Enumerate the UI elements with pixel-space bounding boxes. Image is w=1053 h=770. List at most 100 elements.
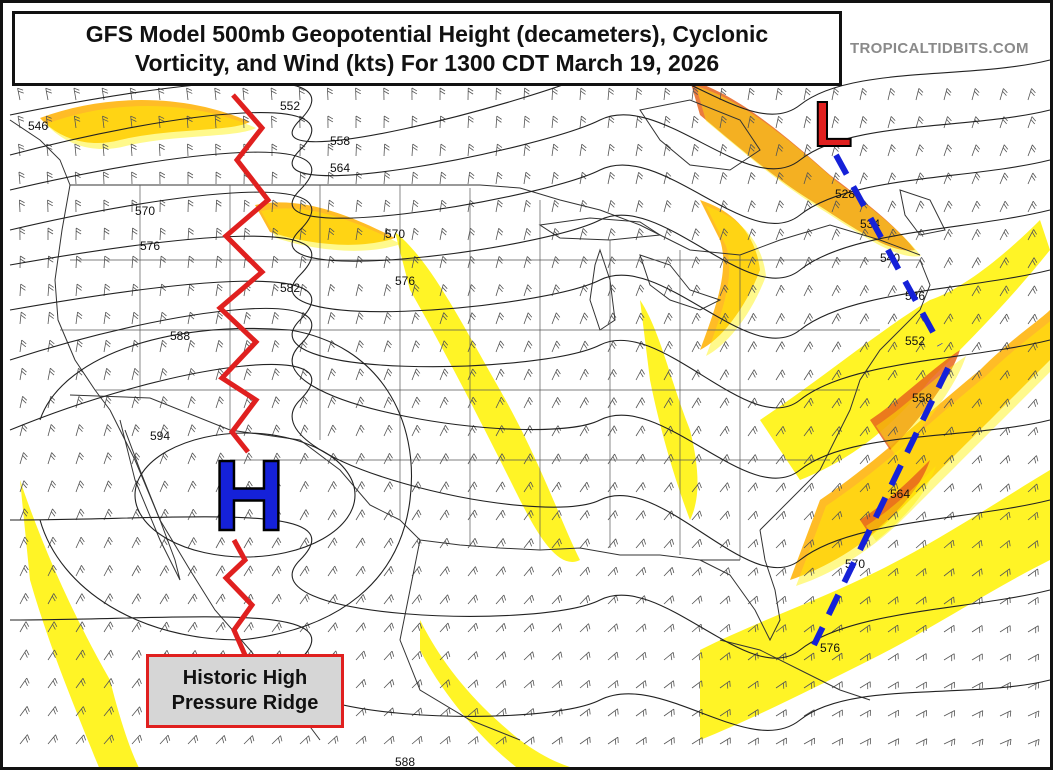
vorticity-region xyxy=(760,220,1050,480)
wind-barb-icon xyxy=(579,115,587,129)
wind-barb-icon xyxy=(467,115,474,129)
wind-barb-icon xyxy=(663,397,674,409)
wind-barb-icon xyxy=(579,228,588,241)
wind-barb-icon xyxy=(75,678,86,689)
wind-barb-icon xyxy=(915,200,925,213)
wind-barb-icon xyxy=(943,653,955,662)
wind-barb-icon xyxy=(831,397,842,409)
wind-barb-icon xyxy=(411,594,422,605)
contour-label: 582 xyxy=(280,281,300,295)
wind-barb-icon xyxy=(467,651,479,661)
wind-barb-icon xyxy=(579,708,591,717)
wind-barb-icon xyxy=(214,115,221,129)
wind-barb-icon xyxy=(411,115,418,129)
wind-barb-icon xyxy=(551,651,563,661)
wind-barb-icon xyxy=(859,738,872,746)
wind-barb-icon xyxy=(103,171,109,185)
wind-barb-icon xyxy=(887,398,898,409)
vorticity-region xyxy=(690,80,915,251)
height-contour xyxy=(9,363,1051,569)
wind-barb-icon xyxy=(467,707,479,717)
wind-barb-icon xyxy=(75,283,83,297)
wind-barb-icon xyxy=(19,734,30,745)
wind-barb-icon xyxy=(691,425,702,437)
wind-barb-icon xyxy=(635,566,647,577)
wind-barb-icon xyxy=(579,510,590,521)
wind-barb-icon xyxy=(411,650,423,661)
wind-barb-icon xyxy=(719,680,731,689)
wind-barb-icon xyxy=(439,227,447,241)
wind-barb-icon xyxy=(719,397,730,409)
wind-barb-icon xyxy=(607,369,617,381)
wind-barb-icon xyxy=(131,706,142,717)
wind-barb-icon xyxy=(299,594,310,605)
wind-barb-icon xyxy=(831,539,843,549)
wind-barb-icon xyxy=(383,566,394,577)
wind-barb-icon xyxy=(831,116,840,129)
wind-barb-icon xyxy=(75,621,86,633)
wind-barb-icon xyxy=(635,510,646,521)
wind-barb-icon xyxy=(803,511,815,521)
wind-barb-icon xyxy=(719,482,730,493)
wind-barb-icon xyxy=(943,483,955,493)
wind-barb-icon xyxy=(19,283,26,297)
wind-barb-icon xyxy=(523,171,531,185)
wind-barb-icon xyxy=(131,368,140,381)
wind-barb-icon xyxy=(663,312,673,325)
wind-barb-icon xyxy=(495,396,505,409)
wind-barb-icon xyxy=(691,87,699,101)
wind-barb-icon xyxy=(159,480,169,493)
wind-barb-icon xyxy=(775,426,786,437)
wind-barb-icon xyxy=(635,651,647,661)
wind-barb-icon xyxy=(439,566,450,577)
wind-barb-icon xyxy=(495,566,506,577)
wind-barb-icon xyxy=(607,595,619,605)
wind-barb-icon xyxy=(971,681,983,690)
wind-barb-icon xyxy=(551,510,562,521)
wind-barb-icon xyxy=(803,200,813,213)
wind-barb-icon xyxy=(831,737,843,746)
wind-barb-icon xyxy=(663,708,675,717)
wind-barb-icon xyxy=(131,565,142,577)
wind-barb-icon xyxy=(383,622,395,633)
wind-barb-icon xyxy=(411,679,423,689)
wind-barb-icon xyxy=(831,144,840,157)
wind-barb-icon xyxy=(747,87,755,101)
wind-barb-icon xyxy=(439,87,446,101)
wind-barb-icon xyxy=(103,396,112,409)
wind-barb-icon xyxy=(243,311,252,325)
contour-label: 570 xyxy=(135,204,155,218)
wind-barb-icon xyxy=(1027,172,1037,185)
wind-barb-icon xyxy=(47,706,58,717)
wind-barb-icon xyxy=(747,228,757,241)
wind-barb-icon xyxy=(691,397,702,409)
wind-barb-icon xyxy=(887,624,899,633)
wind-barb-icon xyxy=(411,143,418,157)
wind-barb-icon xyxy=(607,340,617,353)
wind-barb-icon xyxy=(971,710,984,718)
contour-label: 588 xyxy=(170,329,190,343)
wind-barb-icon xyxy=(887,681,899,690)
great-lakes-superior xyxy=(538,217,662,241)
wind-barb-icon xyxy=(439,312,448,325)
wind-barb-icon xyxy=(130,115,137,129)
wind-barb-icon xyxy=(467,594,479,605)
wind-barb-icon xyxy=(887,88,896,101)
wind-barb-icon xyxy=(859,313,870,325)
wind-barb-icon xyxy=(467,481,478,493)
wind-barb-icon xyxy=(691,595,703,605)
baja-peninsula xyxy=(119,419,181,581)
wind-barb-icon xyxy=(635,425,646,437)
wind-barb-icon xyxy=(747,482,758,493)
source-credit: TROPICALTIDBITS.COM xyxy=(850,40,1029,57)
wind-barb-icon xyxy=(75,649,86,661)
wind-barb-icon xyxy=(915,653,927,662)
wind-barb-icon xyxy=(215,509,225,521)
wind-barb-icon xyxy=(19,227,26,241)
wind-barb-icon xyxy=(1027,483,1039,493)
wind-barb-icon xyxy=(18,171,25,185)
vorticity-region-halo xyxy=(866,466,936,541)
wind-barb-icon xyxy=(635,228,644,241)
wind-barb-icon xyxy=(439,707,451,717)
wind-barb-icon xyxy=(943,681,955,690)
